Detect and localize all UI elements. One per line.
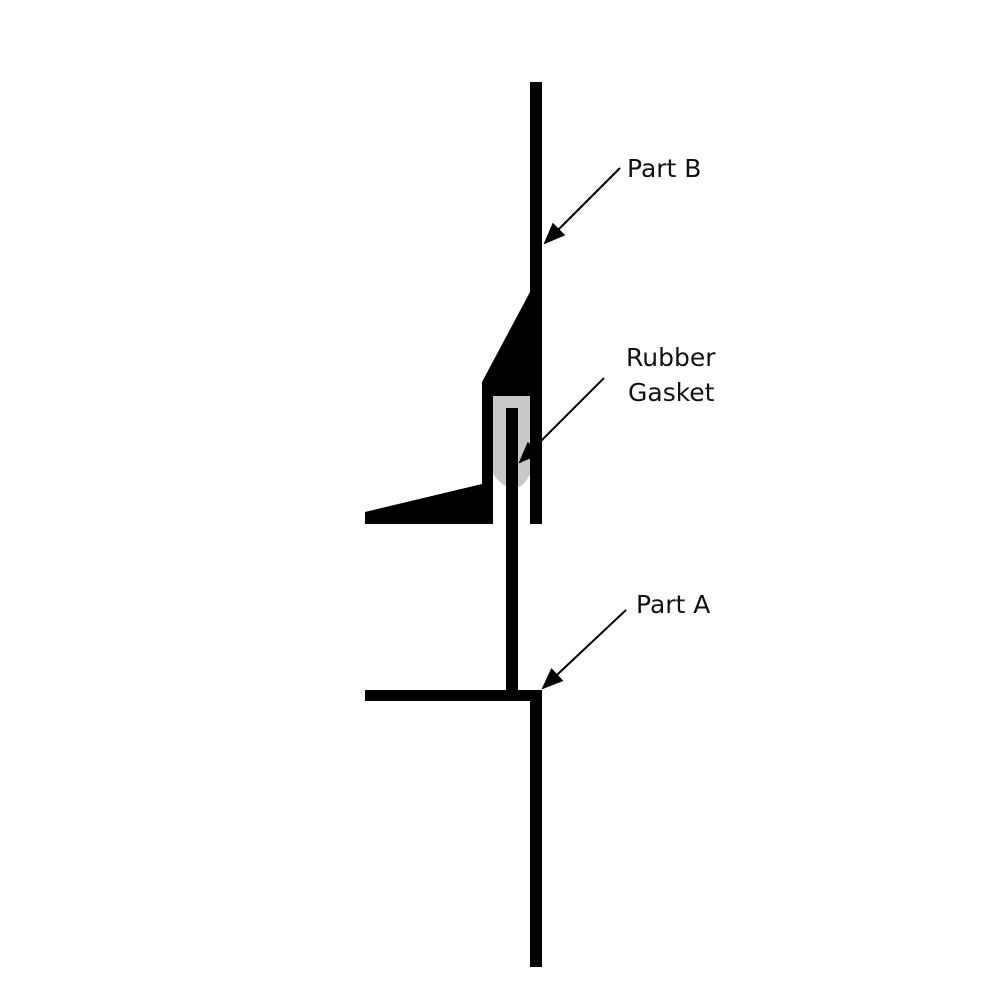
rubber-gasket-label-line2: Gasket (628, 378, 715, 407)
part-a-leader-arrow (541, 609, 627, 690)
part-b-label: Part B (627, 154, 702, 183)
part-a-horizontal-flange (365, 690, 542, 701)
part-a-inserted-leg (506, 408, 518, 695)
part-b-inner-wall (482, 382, 493, 524)
part-a-vertical-wall (530, 690, 542, 967)
rubber-gasket-leader-arrow (518, 377, 605, 464)
part-a-label: Part A (636, 590, 711, 619)
rubber-gasket-label-line1: Rubber (626, 343, 716, 372)
part-b-leader-arrow (543, 167, 621, 245)
part-b-tapered-shoulder (482, 292, 542, 396)
part-b-flange (365, 484, 482, 524)
